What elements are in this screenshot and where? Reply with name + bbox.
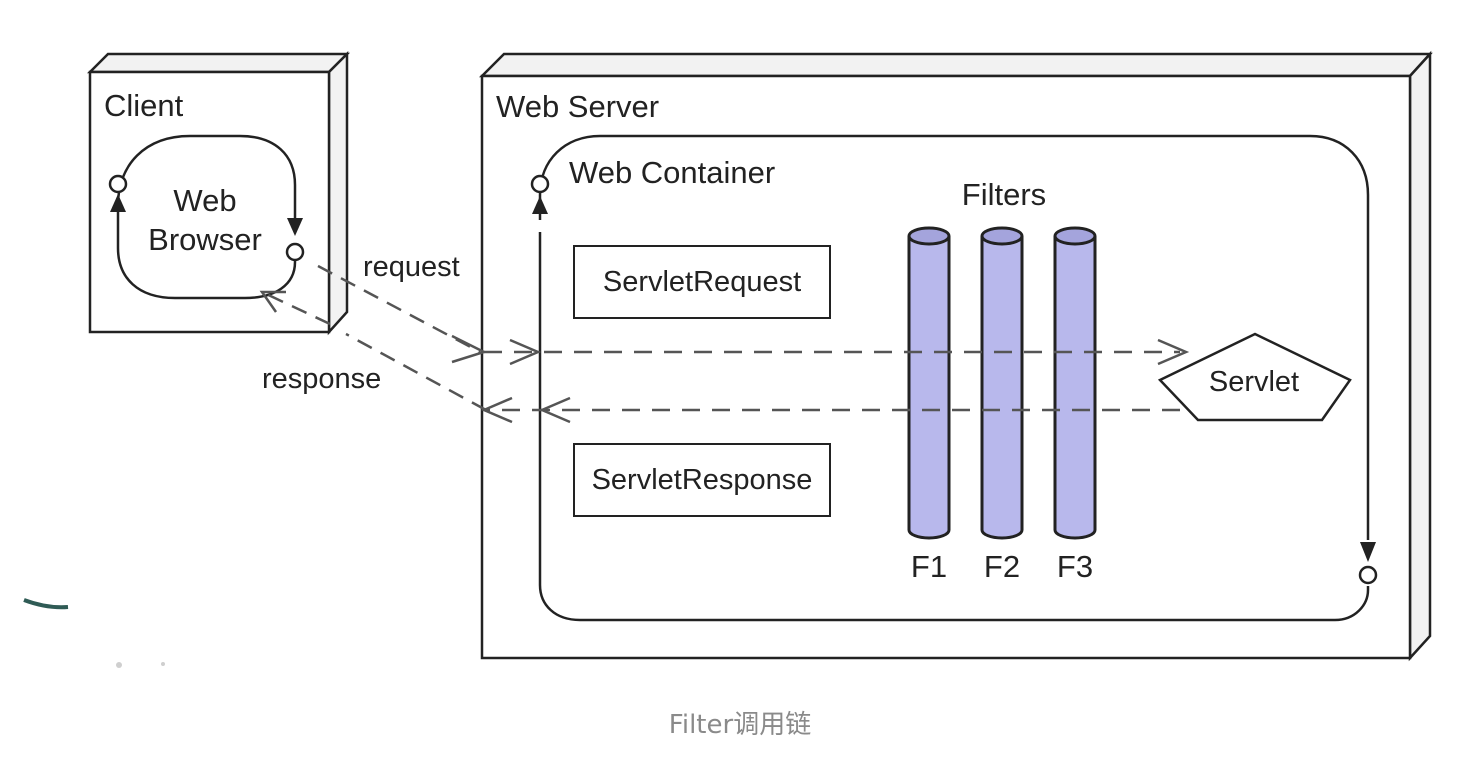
filter-chain-diagram: Client Web Browser Web Server Web Contai… bbox=[23, 50, 1433, 668]
filter-f1 bbox=[907, 226, 951, 540]
browser-label-line1: Web bbox=[173, 183, 236, 218]
servlet-shape bbox=[1157, 332, 1352, 422]
client-box bbox=[86, 50, 351, 336]
filter-label-f1: F1 bbox=[911, 549, 947, 584]
request-label: request bbox=[363, 251, 460, 283]
web-container-title: Web Container bbox=[569, 155, 775, 190]
container-arrow-down bbox=[1360, 542, 1376, 562]
browser-arrow-up bbox=[110, 194, 126, 212]
cropped-stroke-artifact bbox=[23, 598, 69, 610]
filter-label-f3: F3 bbox=[1057, 549, 1093, 584]
figure-caption: Filter调用链 bbox=[668, 710, 812, 740]
browser-label-line2: Browser bbox=[148, 222, 262, 257]
servlet-response-label: ServletResponse bbox=[592, 464, 813, 496]
response-label: response bbox=[262, 363, 381, 395]
servlet-response-box bbox=[573, 443, 831, 517]
filter-f3 bbox=[1053, 226, 1097, 540]
filters-title: Filters bbox=[962, 177, 1046, 212]
cropped-dot-artifact bbox=[116, 662, 122, 668]
container-out-port bbox=[1358, 565, 1378, 585]
web-container-loop bbox=[538, 134, 1370, 622]
servlet-request-box bbox=[573, 245, 831, 319]
browser-loop bbox=[190, 134, 297, 230]
filter-f2 bbox=[980, 226, 1024, 540]
servlet-request-label: ServletRequest bbox=[603, 266, 801, 298]
web-server-title: Web Server bbox=[496, 89, 659, 124]
browser-in-port bbox=[108, 174, 128, 194]
servlet-label: Servlet bbox=[1209, 366, 1299, 398]
response-flow bbox=[259, 290, 1180, 424]
container-arrow-up bbox=[532, 196, 548, 214]
container-in-port bbox=[530, 174, 550, 194]
client-title: Client bbox=[104, 88, 184, 123]
cropped-dot-artifact-2 bbox=[161, 662, 165, 666]
browser-out-port bbox=[285, 242, 305, 262]
request-flow bbox=[317, 264, 1190, 366]
filter-label-f2: F2 bbox=[984, 549, 1020, 584]
browser-arrow-down bbox=[287, 218, 303, 236]
